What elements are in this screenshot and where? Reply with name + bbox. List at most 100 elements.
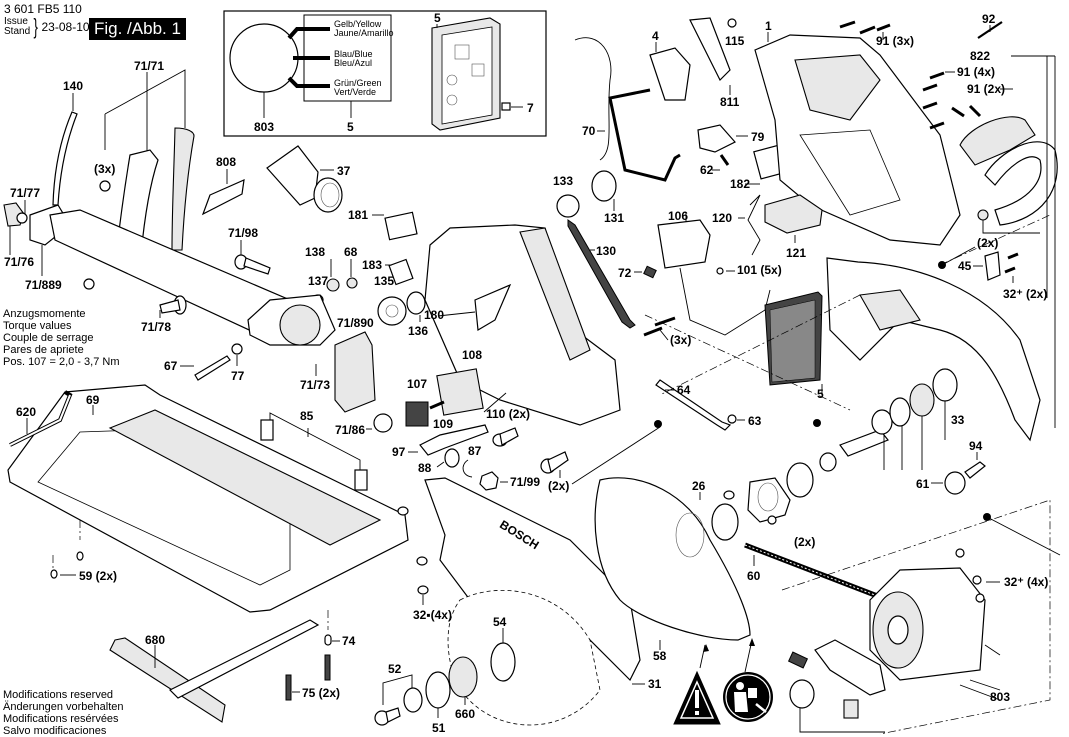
modifications-line: Salvo modificaciones [3,725,107,737]
person-body [734,692,748,712]
nut-71-99 [479,471,499,491]
callout-77: 77 [231,369,245,383]
clip-85 [260,419,274,441]
torque-line: Torque values [3,320,72,332]
issue-label: Issue [4,16,28,27]
callout-7: 7 [527,101,534,115]
callout-31: 31 [648,677,662,691]
callout-32a: 32▪(4x) [413,608,452,622]
wiring [679,267,771,336]
leader [941,246,976,266]
callout-121: 121 [786,246,806,260]
screw-59 [76,551,84,561]
callout-5-module: 5 [434,11,441,25]
callout-88: 88 [418,461,432,475]
callout-60: 60 [747,569,761,583]
pin [99,180,111,192]
guide-scale-680 [168,619,320,699]
part-808-label [201,179,245,216]
screw-32 [975,593,985,603]
retaining-ring [889,397,911,427]
heatsink-fins [769,299,816,383]
callout-822: 822 [970,49,990,63]
label-183 [388,258,414,286]
ring-inner [320,182,340,208]
saw-blade [447,589,601,726]
spring-109 [429,400,445,410]
ring-54 [490,642,516,682]
stand-label: Stand [4,26,31,37]
callout-62: 62 [700,163,714,177]
brush-107 [405,401,429,427]
guard-58 [594,477,751,641]
callout-803-inset: 803 [254,120,274,134]
callout-1: 1 [765,19,772,33]
callout-71-889: 71/889 [25,278,62,292]
callout-71-71: 71/71 [134,59,164,73]
bolt-71-78 [159,299,181,314]
callout-71-98: 71/98 [228,226,258,240]
leader [437,311,476,317]
callout-660: 660 [455,707,475,721]
callout-71-73: 71/73 [300,378,330,392]
housing-rib [519,227,591,361]
screw-115 [727,18,737,28]
leader [986,516,1061,556]
callout-64: 64 [677,383,691,397]
bearing-33 [932,368,958,402]
screws-91-b [922,71,945,130]
brush-holder [814,639,886,696]
washer-88 [444,448,460,468]
motor-assembly: 32⁺ (4x) 803 [781,499,1051,735]
bevel-assembly: 71/890 67 77 71/73 71/86 [164,294,393,437]
cable-130 [567,219,636,329]
bracket-line [1046,56,1056,428]
screw-101 [716,267,724,275]
torque-note: Anzugsmomente Torque values Couple de se… [3,308,119,368]
wrench-glyph [755,703,767,713]
guard-31 [424,477,641,682]
leader [883,401,946,470]
bolt-52 [385,707,401,723]
callout-32b: 32⁺ (4x) [1004,575,1048,589]
torque-line: Pos. 107 = 2,0 - 3,7 Nm [3,356,120,368]
cap-7 [501,102,511,111]
flange-51 [425,671,451,709]
washer-52 [403,687,423,713]
callout-87: 87 [468,444,482,458]
callout-110: 110 (2x) [486,407,530,421]
callout-72: 72 [618,266,632,280]
screw [723,490,735,500]
component [446,74,458,86]
callout-69: 69 [86,393,100,407]
seal-26 [711,503,739,541]
chip [454,44,470,60]
callout-181: 181 [348,208,368,222]
carbon-brush [843,699,859,719]
callout-131: 131 [604,211,624,225]
callout-135: 135 [374,274,394,288]
centerline [659,214,1051,396]
brush-spring [787,651,809,669]
document-number: 3 601 FB5 110 [4,2,82,16]
callout-71-76: 71/76 [4,255,34,269]
brace: } [33,14,39,39]
spindle-assembly: 26 60 (2x) 33 94 61 64 63 [654,368,1061,600]
screw-32 [417,585,429,595]
spring-62 [719,154,730,166]
wire-label-blue-1: Blau/Blue [334,49,373,59]
bolt-67 [194,355,231,381]
read-manual-ring [725,674,771,720]
hex-key-highlight [9,394,71,446]
module-face [441,26,493,125]
screws-91-c [951,104,982,118]
callout-71-78: 71/78 [141,320,171,334]
callout-37: 37 [337,164,351,178]
wire-label-blue-2: Bleu/Azul [334,58,372,68]
blade-guard-housing [826,257,1041,442]
callout-2x-a: (2x) [548,479,569,493]
center-housing: 181 183 180 133 131 130 108 107 109 110 … [348,170,661,493]
leader [982,220,1040,234]
callout-54: 54 [493,615,507,629]
